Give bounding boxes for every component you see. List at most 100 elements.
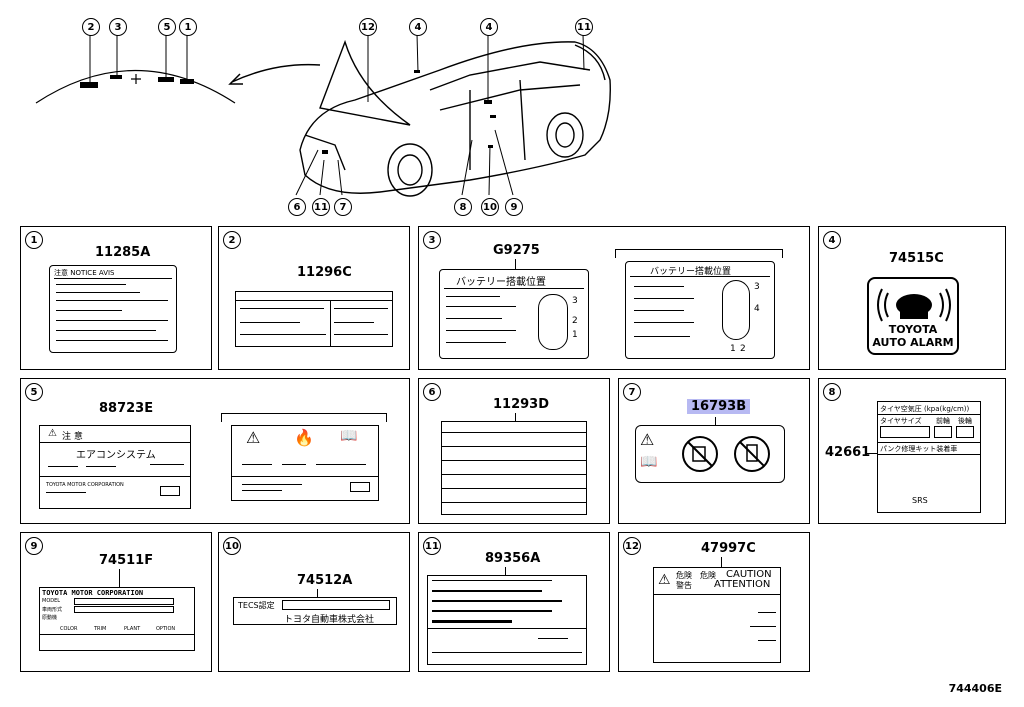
part-number[interactable]: 11293D — [493, 397, 550, 412]
front-wheel: 前輪 — [936, 417, 950, 425]
part-number[interactable]: 88723E — [99, 401, 154, 416]
manual-icon: 📖 — [340, 428, 358, 444]
color-label: COLOR — [60, 626, 78, 632]
part-number[interactable]: 89356A — [485, 551, 541, 566]
auto-alarm-label: TOYOTA AUTO ALARM — [867, 277, 959, 355]
callout-5: 5 — [158, 18, 176, 36]
callout-12: 12 — [359, 18, 377, 36]
callout-4a: 4 — [409, 18, 427, 36]
warning-jp: 警告 — [676, 581, 692, 590]
part-number[interactable]: 42661 — [825, 445, 871, 460]
srs-text: SRS — [912, 496, 928, 505]
attention-en: ATTENTION — [714, 579, 771, 590]
panel-number: 11 — [423, 537, 441, 555]
aircon-label-b: ⚠ 🔥 📖 — [231, 425, 379, 501]
type-label: 車両形式 — [42, 607, 63, 613]
panel-11: 11 89356A — [418, 532, 610, 672]
panel-number: 1 — [25, 231, 43, 249]
tire-size: タイヤサイズ — [880, 417, 922, 425]
warning-icon: ⚠ — [246, 428, 261, 447]
panel-number: 6 — [423, 383, 441, 401]
part-number[interactable]: 74511F — [99, 553, 154, 568]
callout-4b: 4 — [480, 18, 498, 36]
attention-label: ⚠ 危険 危険 CAUTION 警告 ATTENTION — [653, 567, 781, 663]
inverter-label — [427, 575, 587, 665]
engine-label — [235, 291, 393, 347]
panel-2: 2 11296C — [218, 226, 410, 370]
part-number[interactable]: 16793B — [687, 399, 751, 414]
label-title: バッテリー搭載位置 — [456, 277, 546, 288]
callout-8: 8 — [454, 198, 472, 216]
panel-number: 10 — [223, 537, 241, 555]
trim-label: TRIM — [94, 626, 107, 632]
part-number[interactable]: 11285A — [95, 245, 151, 260]
corp-name: TOYOTA MOTOR CORPORATION — [46, 482, 124, 488]
callout-10: 10 — [481, 198, 499, 216]
caution-label — [441, 421, 587, 515]
warning-icon: ⚠ — [640, 430, 655, 449]
warning-icon: ⚠ — [658, 572, 671, 588]
option-label: OPTION — [156, 626, 176, 632]
part-number[interactable]: 11296C — [297, 265, 352, 280]
tecs-text: TECS認定 — [238, 601, 275, 610]
panel-7: 7 16793B ⚠ 📖 — [618, 378, 810, 524]
plant-label: PLANT — [124, 626, 141, 632]
notice-label: 注意 NOTICE AVIS — [49, 265, 177, 353]
aircon-label-a: ⚠ 注 意 エアコンシステム TOYOTA MOTOR CORPORATION — [39, 425, 191, 509]
label-title: バッテリー搭載位置 — [650, 267, 732, 277]
part-number[interactable]: G9275 — [493, 243, 540, 258]
engine-label: 原動機 — [42, 615, 58, 621]
callout-6: 6 — [288, 198, 306, 216]
callout-11a: 11 — [575, 18, 593, 36]
panel-9: 9 74511F TOYOTA MOTOR CORPORATION MODEL … — [20, 532, 212, 672]
panel-3: 3 G9275 バッテリー搭載位置 3 2 1 バッテリー搭載位置 3 4 1 … — [418, 226, 810, 370]
no-child-seat-icon — [682, 436, 718, 472]
vehicle-illustration — [35, 33, 611, 197]
battery-label-b: バッテリー搭載位置 3 4 1 2 — [625, 261, 775, 359]
panel-number: 9 — [25, 537, 43, 555]
label-title: 注 意 — [62, 432, 83, 442]
panel-1: 1 11285A 注意 NOTICE AVIS — [20, 226, 212, 370]
panel-number: 8 — [823, 383, 841, 401]
system-name: エアコンシステム — [76, 450, 156, 461]
model-label: MODEL — [42, 598, 61, 604]
panel-number: 7 — [623, 383, 641, 401]
callout-7: 7 — [334, 198, 352, 216]
info-icon: 📖 — [640, 454, 658, 470]
callout-3: 3 — [109, 18, 127, 36]
tecs-label: TECS認定 トヨタ自動車株式会社 — [233, 597, 397, 625]
panel-8: 8 42661 タイヤ空気圧 (kpa(kg/cm)) タイヤサイズ 前輪 後輪… — [818, 378, 1006, 524]
panel-number: 4 — [823, 231, 841, 249]
alarm-line-1: TOYOTA — [888, 323, 938, 336]
diagram-reference-code: 744406E — [948, 682, 1002, 695]
panel-6: 6 11293D — [418, 378, 610, 524]
part-number[interactable]: 47997C — [701, 541, 756, 556]
danger-jp-1: 危険 — [676, 571, 692, 580]
alt-label-bracket — [615, 249, 783, 258]
part-number[interactable]: 74512A — [297, 573, 353, 588]
panel-4: 4 74515C TOYOTA AUTO ALARM — [818, 226, 1006, 370]
alarm-line-2: AUTO ALARM — [872, 336, 954, 349]
tire-pressure-label: タイヤ空気圧 (kpa(kg/cm)) タイヤサイズ 前輪 後輪 パンク修理キッ… — [877, 401, 981, 513]
label-title: 注意 NOTICE AVIS — [54, 269, 115, 277]
repair-kit: パンク修理キット装着車 — [880, 445, 958, 453]
flame-icon: 🔥 — [294, 428, 314, 447]
panel-12: 12 47997C ⚠ 危険 危険 CAUTION 警告 ATTENTION — [618, 532, 810, 672]
part-number[interactable]: 74515C — [889, 251, 944, 266]
battery-label-a: バッテリー搭載位置 3 2 1 — [439, 269, 589, 359]
callout-9: 9 — [505, 198, 523, 216]
vehicle-plate-label: TOYOTA MOTOR CORPORATION MODEL 車両形式 原動機 … — [39, 587, 195, 651]
panel-5: 5 88723E ⚠ 注 意 エアコンシステム TOYOTA MOTOR COR… — [20, 378, 410, 524]
airbag-label: ⚠ 📖 — [635, 425, 785, 483]
caution-en: CAUTION — [726, 569, 772, 580]
rear-wheel: 後輪 — [958, 417, 972, 425]
no-rear-seat-icon — [734, 436, 770, 472]
callout-2: 2 — [82, 18, 100, 36]
alarm-car-icon — [877, 288, 951, 322]
panel-number: 12 — [623, 537, 641, 555]
tire-title: タイヤ空気圧 (kpa(kg/cm)) — [880, 405, 970, 413]
danger-jp-2: 危険 — [700, 571, 716, 580]
panel-10: 10 74512A TECS認定 トヨタ自動車株式会社 — [218, 532, 410, 672]
panel-number: 5 — [25, 383, 43, 401]
plate-header: TOYOTA MOTOR CORPORATION — [42, 589, 144, 597]
